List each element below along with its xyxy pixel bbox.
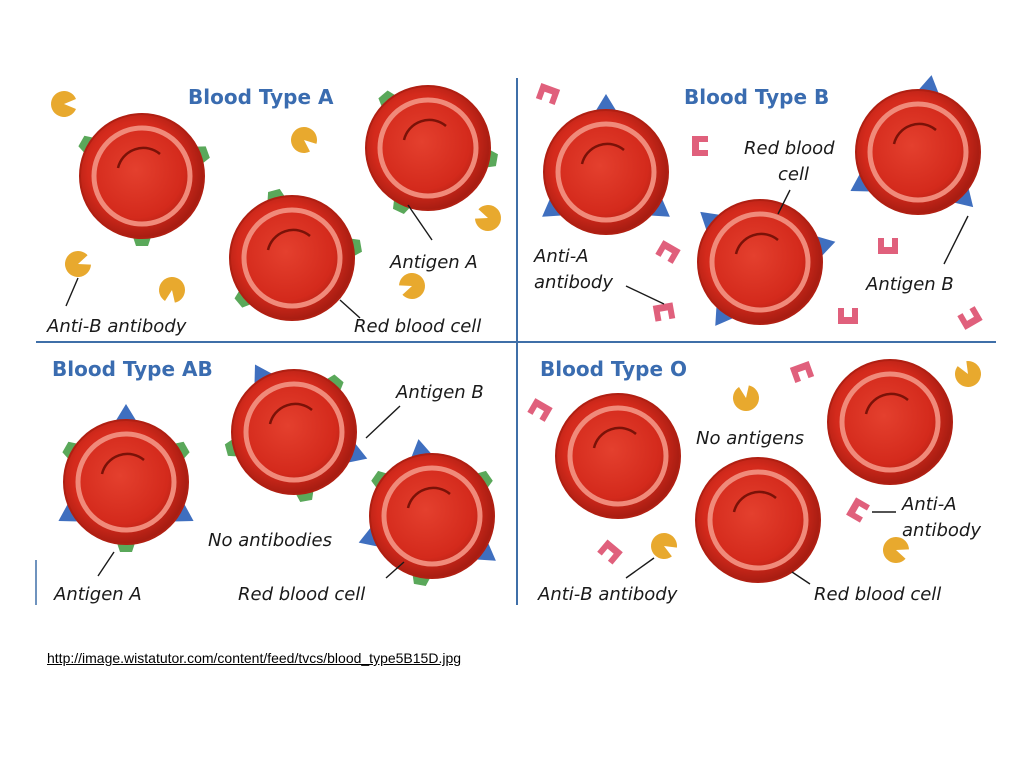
antigen-b-marker — [115, 404, 137, 422]
antigen-b-marker — [700, 211, 722, 232]
anti-a-antibody — [692, 136, 708, 156]
label-antigen-b: Antigen B — [395, 382, 484, 403]
panel-title: Blood Type AB — [52, 357, 213, 381]
label-no-antibodies: No antibodies — [208, 530, 332, 551]
anti-a-antibody — [838, 308, 858, 324]
anti-b-antibodies — [51, 91, 501, 303]
leader-line — [943, 215, 969, 265]
label-antigen-b: Antigen B — [865, 274, 954, 295]
label-red-blood-cell: Red blood cell — [814, 584, 941, 605]
anti-b-antibody — [399, 273, 425, 299]
leader-line — [365, 405, 401, 439]
anti-a-antibody — [789, 361, 815, 383]
label-anti-a-antibody-line2: antibody — [534, 272, 613, 293]
red-blood-cell — [229, 188, 362, 321]
red-blood-cell — [697, 199, 836, 326]
label-no-antigens: No antigens — [696, 428, 804, 449]
anti-a-antibody — [597, 539, 623, 565]
anti-a-antibody — [652, 302, 676, 322]
red-blood-cell — [58, 404, 194, 552]
leader-line — [97, 551, 115, 577]
label-anti-b-antibody: Anti-B antibody — [46, 316, 187, 337]
leader-line — [385, 561, 405, 579]
label-anti-b-antibody: Anti-B antibody — [537, 584, 678, 605]
anti-a-antibody — [655, 240, 681, 264]
anti-a-antibody — [527, 398, 553, 422]
anti-b-antibody — [651, 533, 677, 559]
anti-b-antibody — [65, 251, 91, 277]
panel-title: Blood Type B — [684, 85, 829, 109]
red-blood-cell — [850, 75, 981, 215]
antigen-b-marker — [595, 94, 617, 112]
anti-a-antibody — [878, 238, 898, 254]
panel-title: Blood Type O — [540, 357, 687, 381]
leader-line — [407, 204, 433, 241]
anti-b-antibodies — [651, 361, 981, 563]
red-blood-cell — [827, 359, 953, 485]
anti-b-antibody — [159, 277, 185, 303]
label-red-blood-cell: Red blood cell — [238, 584, 365, 605]
leader-line — [791, 571, 811, 585]
leader-line — [65, 277, 79, 307]
leader-line — [777, 189, 791, 215]
anti-b-antibody — [51, 91, 76, 117]
panel-title: Blood Type A — [188, 85, 334, 109]
anti-a-antibodies — [527, 361, 870, 565]
label-anti-a-antibody-line1: Anti-A — [533, 246, 589, 267]
red-blood-cell — [358, 439, 496, 586]
leader-line — [339, 299, 361, 319]
anti-a-antibody — [846, 497, 870, 523]
red-blood-cell — [224, 364, 368, 502]
label-red-blood-cell: Red blood cell — [354, 316, 481, 337]
label-anti-a-antibody-line2: antibody — [902, 520, 981, 541]
antigen-b-marker — [358, 526, 380, 547]
panel-blood-type-a: Blood Type A — [46, 85, 501, 337]
panel-dividers — [35, 78, 996, 605]
red-blood-cell — [365, 85, 498, 214]
antigen-b-marker — [952, 186, 974, 208]
label-anti-a-antibody-line1: Anti-A — [901, 494, 957, 515]
leader-line — [625, 557, 655, 579]
anti-b-antibody — [883, 537, 909, 563]
anti-b-antibody — [733, 385, 759, 411]
anti-a-antibody — [957, 306, 983, 330]
anti-b-antibody — [955, 361, 981, 387]
label-red-blood-cell-line2: cell — [778, 164, 809, 185]
panel-blood-type-b: Blood Type B — [533, 75, 983, 330]
label-antigen-a: Antigen A — [389, 252, 478, 273]
anti-b-antibody — [475, 205, 501, 231]
red-blood-cell — [695, 457, 821, 583]
anti-b-antibody — [291, 127, 317, 153]
red-blood-cell — [78, 113, 210, 246]
red-blood-cell — [542, 94, 670, 235]
antigen-b-marker — [346, 442, 368, 463]
panel-blood-type-ab: Blood Type AB — [52, 357, 496, 605]
panel-blood-type-o: Blood Type O — [527, 357, 981, 605]
source-url-link[interactable]: http://image.wistatutor.com/content/feed… — [47, 650, 462, 666]
blood-type-diagram: Blood Type A — [35, 75, 996, 605]
red-blood-cell — [555, 393, 681, 519]
label-antigen-a: Antigen A — [53, 584, 142, 605]
anti-a-antibodies — [535, 83, 983, 330]
anti-a-antibody — [535, 83, 561, 105]
label-red-blood-cell-line1: Red blood — [744, 138, 835, 159]
leader-line — [625, 285, 665, 305]
